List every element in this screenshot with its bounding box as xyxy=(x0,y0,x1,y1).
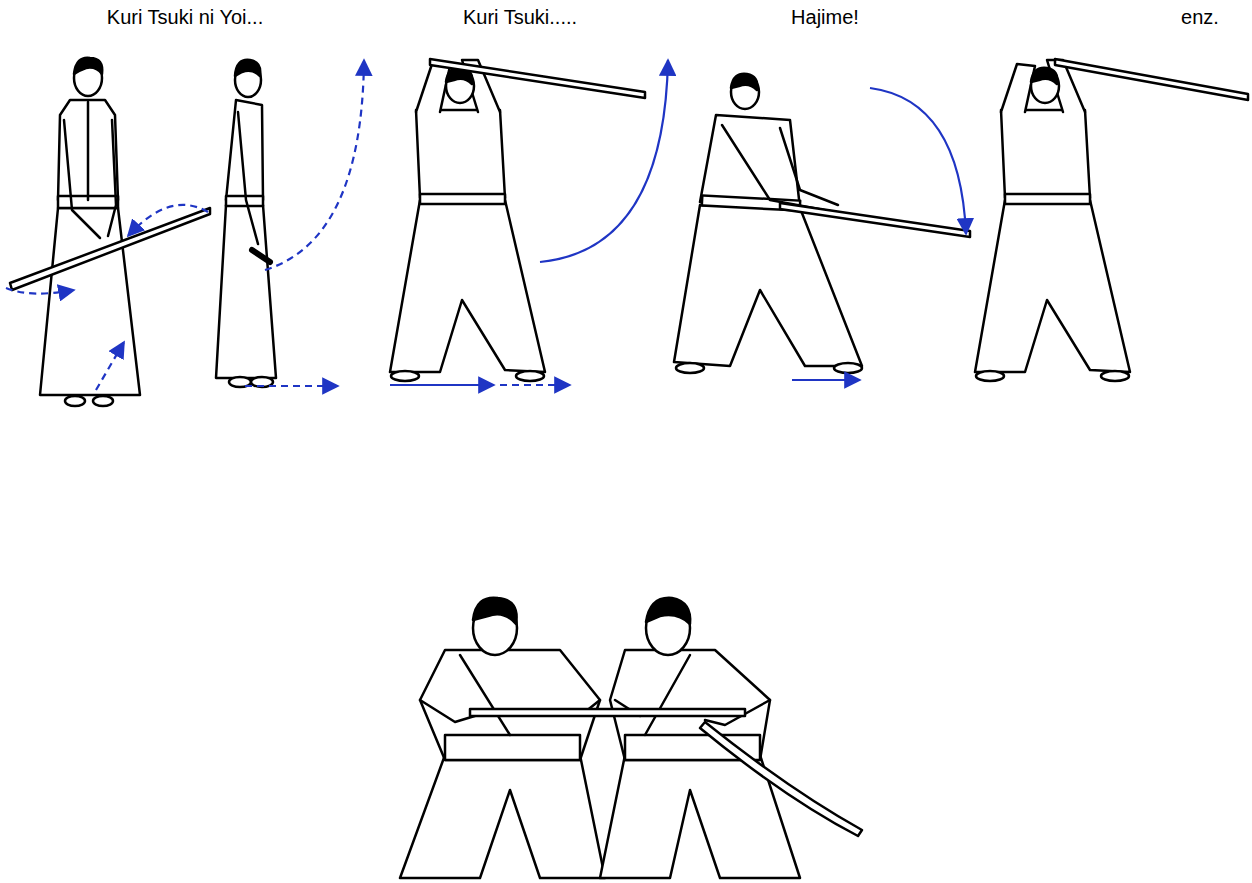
command-label: Kuri Tsuki ni Yoi... xyxy=(107,6,263,29)
command-label: enz. xyxy=(1181,6,1219,29)
command-label: Kuri Tsuki..... xyxy=(463,6,577,29)
command-label: Hajime! xyxy=(791,6,859,29)
